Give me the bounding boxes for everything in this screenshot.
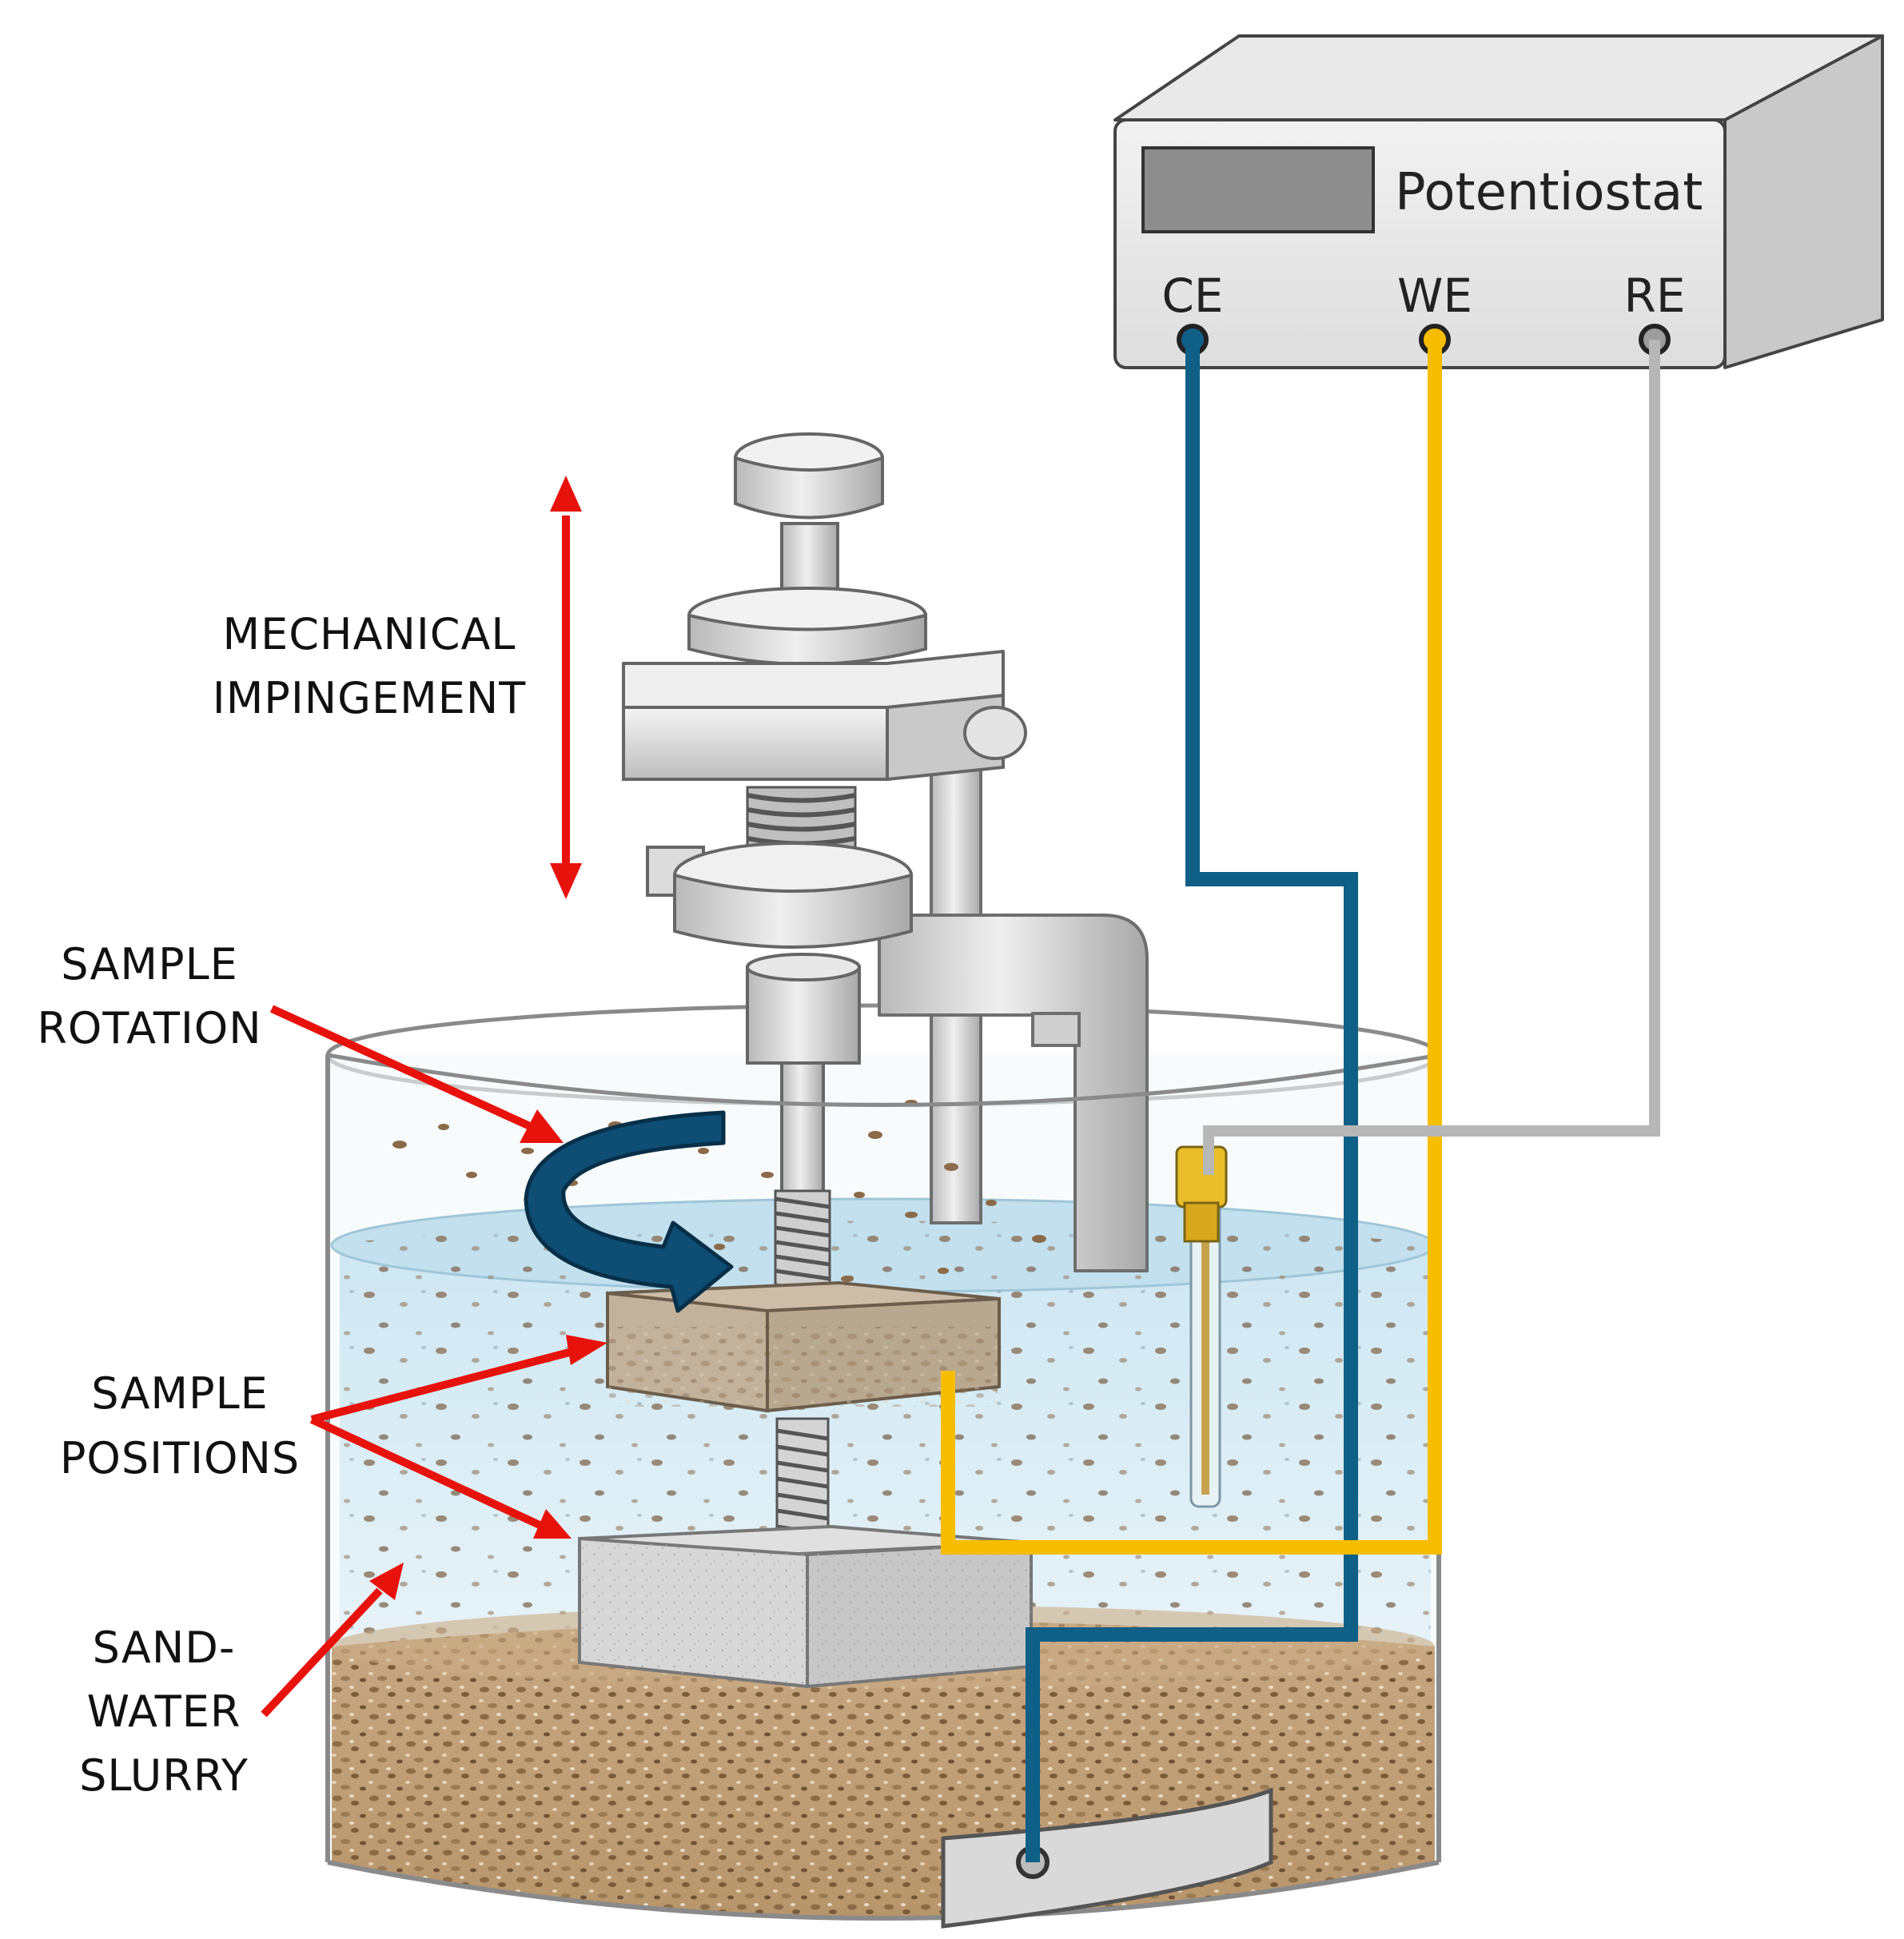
counter-electrode-band bbox=[941, 1787, 1273, 1929]
press-washer-upper-rim bbox=[687, 613, 927, 666]
sample-upper bbox=[606, 1280, 1001, 1413]
terminal-label-re: RE bbox=[1624, 269, 1686, 323]
label-sand-water-slurry-line3: SLURRY bbox=[79, 1750, 249, 1801]
beaker bbox=[325, 1003, 1441, 1918]
press-set-screw bbox=[963, 706, 1027, 760]
impingement-press bbox=[578, 432, 1149, 1689]
potentiostat-display bbox=[1141, 146, 1375, 233]
rotation-arrow bbox=[524, 1110, 734, 1313]
label-sample-rotation-line1: SAMPLE bbox=[61, 939, 238, 989]
label-sand-water-slurry-line2: WATER bbox=[87, 1686, 241, 1737]
press-knob-body bbox=[734, 456, 884, 520]
label-mechanical-impingement-line1: MECHANICAL bbox=[222, 609, 516, 659]
label-sample-positions-line2: POSITIONS bbox=[60, 1433, 300, 1483]
support-bracket-end bbox=[1031, 1012, 1081, 1047]
reference-electrode-inner-wire bbox=[1201, 1199, 1209, 1495]
reference-electrode bbox=[1175, 1145, 1228, 1508]
spindle-shaft bbox=[780, 1061, 825, 1200]
wire-re bbox=[1203, 340, 1660, 1175]
labels: MECHANICAL IMPINGEMENT SAMPLE ROTATION S… bbox=[37, 609, 526, 1801]
spindle-housing-top bbox=[746, 953, 861, 981]
wire-we bbox=[941, 340, 1442, 1555]
label-sample-positions-line1: SAMPLE bbox=[91, 1368, 269, 1419]
label-mechanical-impingement-line2: IMPINGEMENT bbox=[213, 673, 526, 723]
label-sand-water-slurry-line1: SAND- bbox=[93, 1622, 236, 1673]
potentiostat-title: Potentiostat bbox=[1395, 163, 1703, 222]
annotation-arrows bbox=[261, 476, 607, 1718]
slurry-pointer-arrow bbox=[261, 1587, 383, 1718]
rotation-pointer-arrow bbox=[269, 1005, 534, 1131]
terminal-label-ce: CE bbox=[1161, 269, 1223, 323]
spindle-housing bbox=[746, 966, 861, 1065]
beaker-rim-front bbox=[327, 1053, 1440, 1107]
sample-lower bbox=[578, 1524, 1033, 1689]
terminal-label-we: WE bbox=[1397, 269, 1472, 323]
press-crossbar-front bbox=[622, 706, 889, 781]
positions-pointer-lower bbox=[309, 1415, 542, 1529]
potentiostat: Potentiostat CE WE RE bbox=[1113, 34, 1884, 369]
reference-electrode-collar bbox=[1183, 1201, 1220, 1243]
positions-pointer-upper bbox=[310, 1347, 577, 1423]
label-sample-rotation-line2: ROTATION bbox=[37, 1003, 261, 1053]
wires bbox=[941, 340, 1660, 1862]
support-bracket bbox=[878, 914, 1149, 1272]
reference-electrode-cap bbox=[1175, 1145, 1228, 1208]
wire-ce bbox=[1026, 340, 1358, 1862]
press-washer-lower-rim bbox=[673, 873, 913, 949]
spindle-thread-upper bbox=[774, 1189, 831, 1300]
beaker-bottom bbox=[327, 1860, 1440, 1921]
